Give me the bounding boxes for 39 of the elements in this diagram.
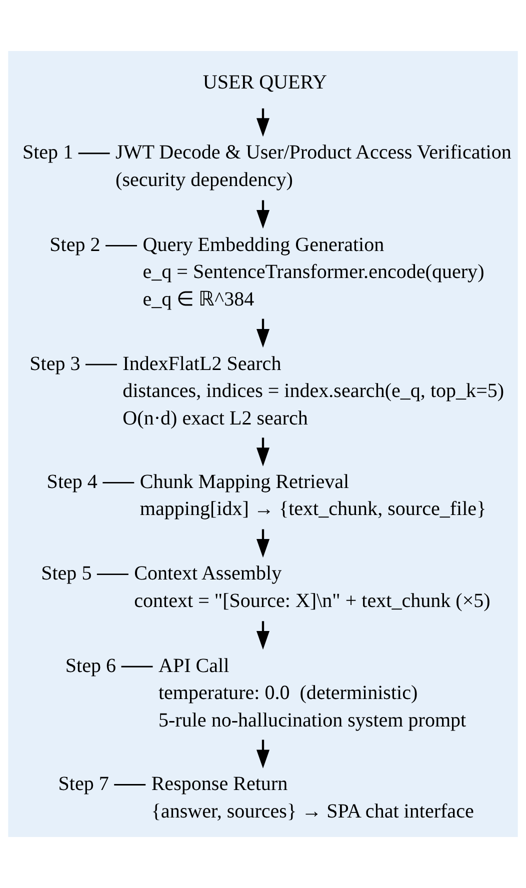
- node-label: Step 7: [58, 773, 109, 796]
- arrow: [256, 108, 270, 137]
- node-box: [78, 152, 110, 154]
- node-label: O(n·d) exact L2 search: [122, 407, 308, 430]
- node-box: [106, 245, 137, 246]
- node-box: [102, 482, 134, 484]
- node-label: context = "[Source: X]\n" + text_chunk (×5): [134, 590, 490, 612]
- node-label: 5-rule no-hallucination system prompt: [158, 709, 466, 732]
- node-label: Step 3: [30, 352, 80, 375]
- node-label: Step 6: [65, 654, 116, 677]
- node-label: Step 5: [41, 562, 92, 585]
- node-box: [114, 784, 146, 786]
- node-label: Chunk Mapping Retrieval: [140, 470, 350, 493]
- node-label: JWT Decode & User/Product Access Verification: [116, 142, 512, 164]
- node-label: IndexFlatL2 Search: [122, 352, 282, 375]
- node-label: distances, indices = index.search(e_q, top_k=5): [122, 380, 504, 402]
- arrow: [256, 621, 270, 650]
- node-box: [96, 574, 128, 575]
- node-label: Query Embedding Generation: [142, 234, 384, 256]
- node-label: mapping[idx] → {text_chunk, source_file}: [140, 498, 486, 520]
- arrow: [256, 529, 270, 558]
- node-label: Step 2: [50, 234, 100, 256]
- arrow: [256, 318, 270, 348]
- node-label: Context Assembly: [134, 562, 282, 585]
- arrow: [256, 740, 270, 768]
- node-box: [85, 364, 117, 366]
- node-text: USER QUERY: [202, 72, 327, 94]
- node-label: Step 4: [46, 470, 98, 493]
- arrow: [256, 200, 270, 229]
- node-label: temperature: 0.0 (deterministic): [158, 682, 418, 704]
- node-label: e_q ∈ ℝ^384: [142, 288, 254, 310]
- node-label: (security dependency): [116, 168, 293, 191]
- node-label: Step 1: [22, 142, 74, 164]
- node-box: [121, 666, 153, 668]
- node-label: e_q = SentenceTransformer.encode(query): [142, 261, 484, 284]
- node-label: API Call: [158, 654, 230, 677]
- arrow: [256, 438, 270, 466]
- node-label: {answer, sources} → SPA chat interface: [151, 800, 474, 822]
- node-label: Response Return: [151, 773, 288, 796]
